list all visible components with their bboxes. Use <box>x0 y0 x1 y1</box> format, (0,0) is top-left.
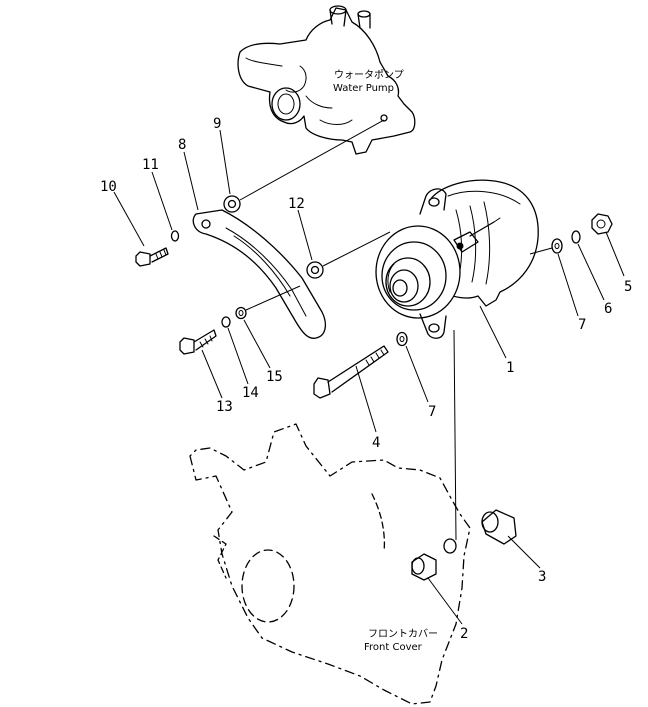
washer-part-7-lower <box>396 331 408 347</box>
front-cover: フロントカバー Front Cover <box>189 423 471 705</box>
bolt-part-13 <box>179 329 217 355</box>
callout-15: 15 <box>266 369 283 385</box>
bushing-part-3 <box>481 509 517 545</box>
nut-part-5 <box>591 213 613 235</box>
adjusting-bracket <box>192 209 327 339</box>
front-cover-en-label: Front Cover <box>364 642 423 653</box>
spacer-part-12 <box>306 261 324 279</box>
callout-12: 12 <box>288 196 305 212</box>
callout-8: 8 <box>178 137 186 153</box>
water-pump: ウォータポンプ Water Pump <box>237 5 416 155</box>
front-cover-jp-label: フロントカバー <box>368 628 438 640</box>
bolt-part-4 <box>313 345 389 399</box>
callout-11: 11 <box>142 157 159 173</box>
assembly-lines <box>239 119 553 541</box>
callout-numbers: 1 2 3 4 5 6 7 7 8 9 10 11 12 13 14 15 <box>100 116 632 642</box>
washer-part-11 <box>170 230 180 242</box>
bushing-part-2 <box>411 553 437 581</box>
washer-part-14 <box>221 316 231 328</box>
callout-4: 4 <box>372 435 380 451</box>
washer-part-6 <box>571 230 581 244</box>
callout-6: 6 <box>604 301 612 317</box>
callout-5: 5 <box>624 279 632 295</box>
spacer-part-9 <box>223 195 241 213</box>
water-pump-en-label: Water Pump <box>333 83 394 94</box>
washer-part-15 <box>235 306 247 320</box>
callout-10: 10 <box>100 179 117 195</box>
callout-3: 3 <box>538 569 546 585</box>
bolt-part-10 <box>135 247 169 267</box>
callout-13: 13 <box>216 399 233 415</box>
callout-1: 1 <box>506 360 514 376</box>
callout-9: 9 <box>213 116 221 132</box>
callout-14: 14 <box>242 385 259 401</box>
callout-7-right: 7 <box>578 317 586 333</box>
callout-2: 2 <box>460 626 468 642</box>
callout-leaders <box>113 129 625 625</box>
callout-7-lower: 7 <box>428 404 436 420</box>
water-pump-jp-label: ウォータポンプ <box>334 69 404 81</box>
washer-part-7-right <box>551 238 563 254</box>
alternator <box>375 179 539 339</box>
